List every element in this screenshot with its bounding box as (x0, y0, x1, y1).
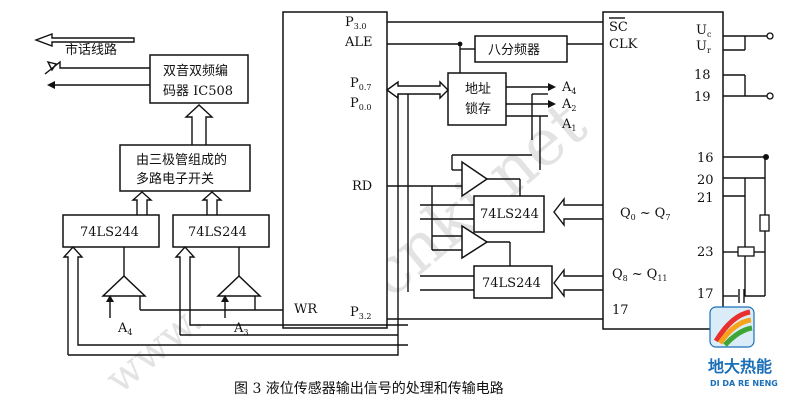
buf-mid-label: 74LS244 (188, 225, 247, 240)
mcu-pin-rd: RD (352, 179, 372, 194)
gate-lower (461, 224, 489, 260)
mcu-pin-p32: P3.2 (350, 305, 371, 321)
label-in-a3: A3 (233, 321, 248, 337)
terminal-19 (766, 92, 774, 100)
arrow-a4 (548, 83, 556, 91)
adc-block (602, 11, 724, 330)
label-a2: A2 (561, 97, 576, 113)
mcu-pin-p07: P0.7 (350, 76, 371, 92)
mcu-pin-wr: WR (294, 302, 318, 317)
adc-pin-q8-q11: Q8~Q11 (612, 267, 668, 283)
buf-bot-label: 74LS244 (482, 276, 541, 291)
divider-block (474, 35, 568, 63)
mcu-pin-p00: P0.0 (350, 96, 371, 112)
buf-top-label: 74LS244 (480, 207, 539, 222)
latch-label-2: 锁存 (465, 101, 491, 117)
adc-pin-clk: CLK (609, 37, 638, 52)
switch-label-2: 多路电子开关 (136, 171, 214, 187)
logo-sub: DI DA RE NENG (710, 379, 778, 388)
watermark-www: www. (97, 296, 211, 402)
logo-stripe-orange (717, 317, 752, 345)
buf-left-block (62, 214, 160, 248)
bus-mid-buf-return (174, 245, 408, 335)
label-a4: A4 (561, 80, 576, 96)
mcu-pin-p30: P3.0 (345, 15, 366, 31)
bus-p0-vertical (397, 94, 409, 292)
adc-pin-18: 18 (694, 68, 711, 83)
mcu-pin-ale: ALE (344, 35, 373, 50)
gate-rd (461, 160, 489, 198)
logo-stripe-green (723, 325, 753, 347)
logo-stripe-red (713, 309, 751, 343)
buf-bot-block (473, 265, 553, 299)
bus-p0-latch (385, 80, 449, 100)
arrow-a4-in (106, 295, 114, 302)
gate-a4 (101, 274, 147, 297)
bus-buf-bot-cpu (420, 275, 474, 291)
bus-buf-mid-switch (201, 191, 223, 215)
bus-buf-left-switch (131, 191, 153, 215)
brand-logo: 地大热能 DI DA RE NENG (708, 306, 778, 388)
bus-left-buf-return (62, 245, 408, 355)
adc-pin-17-left: 17 (612, 303, 629, 318)
node-16 (763, 154, 769, 160)
node-ale (457, 41, 463, 47)
adc-pin-20: 20 (697, 173, 714, 188)
adc-pin-17-right: 17 (697, 287, 714, 302)
adc-pin-16: 16 (697, 151, 714, 166)
label-a1: A1 (561, 117, 576, 133)
arrow-codec-out (47, 81, 55, 89)
adc-pin-q0-q7: Q0~Q7 (620, 206, 670, 222)
adc-pin-21: 21 (697, 191, 714, 206)
adc-pin-19: 19 (694, 90, 711, 105)
arrow-a3-in (221, 295, 229, 302)
codec-label-2: 码器 IC508 (163, 84, 233, 99)
terminal-uc (766, 32, 774, 40)
buf-top-block (473, 195, 545, 233)
adc-pin-23: 23 (697, 245, 714, 260)
bus-switch-codec (184, 104, 214, 145)
switch-block (119, 144, 251, 192)
wire-city (44, 60, 150, 75)
resistor-23 (737, 246, 755, 257)
label-in-a4: A4 (117, 321, 132, 337)
arrow-city-line (34, 32, 135, 48)
resistor-upper (759, 214, 770, 232)
adc-pin-uc: Uc (696, 23, 712, 39)
bus-adc-buf-top (553, 196, 603, 228)
logo-name: 地大热能 (708, 357, 772, 376)
latch-block (447, 72, 507, 126)
city-line-label: 市话线路 (65, 42, 117, 58)
bus-adc-buf-bot (553, 267, 603, 299)
switch-label-1: 由三极管组成的 (136, 152, 227, 168)
codec-block (149, 54, 249, 104)
adc-pin-ur: Ur (696, 39, 711, 55)
bus-left-return-outer (68, 292, 399, 356)
bus-buf-top-cpu (420, 204, 474, 220)
figure-caption: 图 3 液位传感器输出信号的处理和传输电路 (234, 380, 504, 397)
arrow-a2 (548, 100, 556, 108)
codec-label-1: 双音双频编 (163, 63, 228, 79)
adc-pin-sc: SC (609, 20, 628, 35)
buf-left-label: 74LS244 (80, 225, 139, 240)
gate-a3 (216, 274, 262, 297)
mcu-block (282, 11, 388, 329)
latch-label-1: 地址 (465, 82, 491, 97)
buf-mid-block (172, 214, 270, 248)
divider-label: 八分频器 (488, 43, 540, 58)
